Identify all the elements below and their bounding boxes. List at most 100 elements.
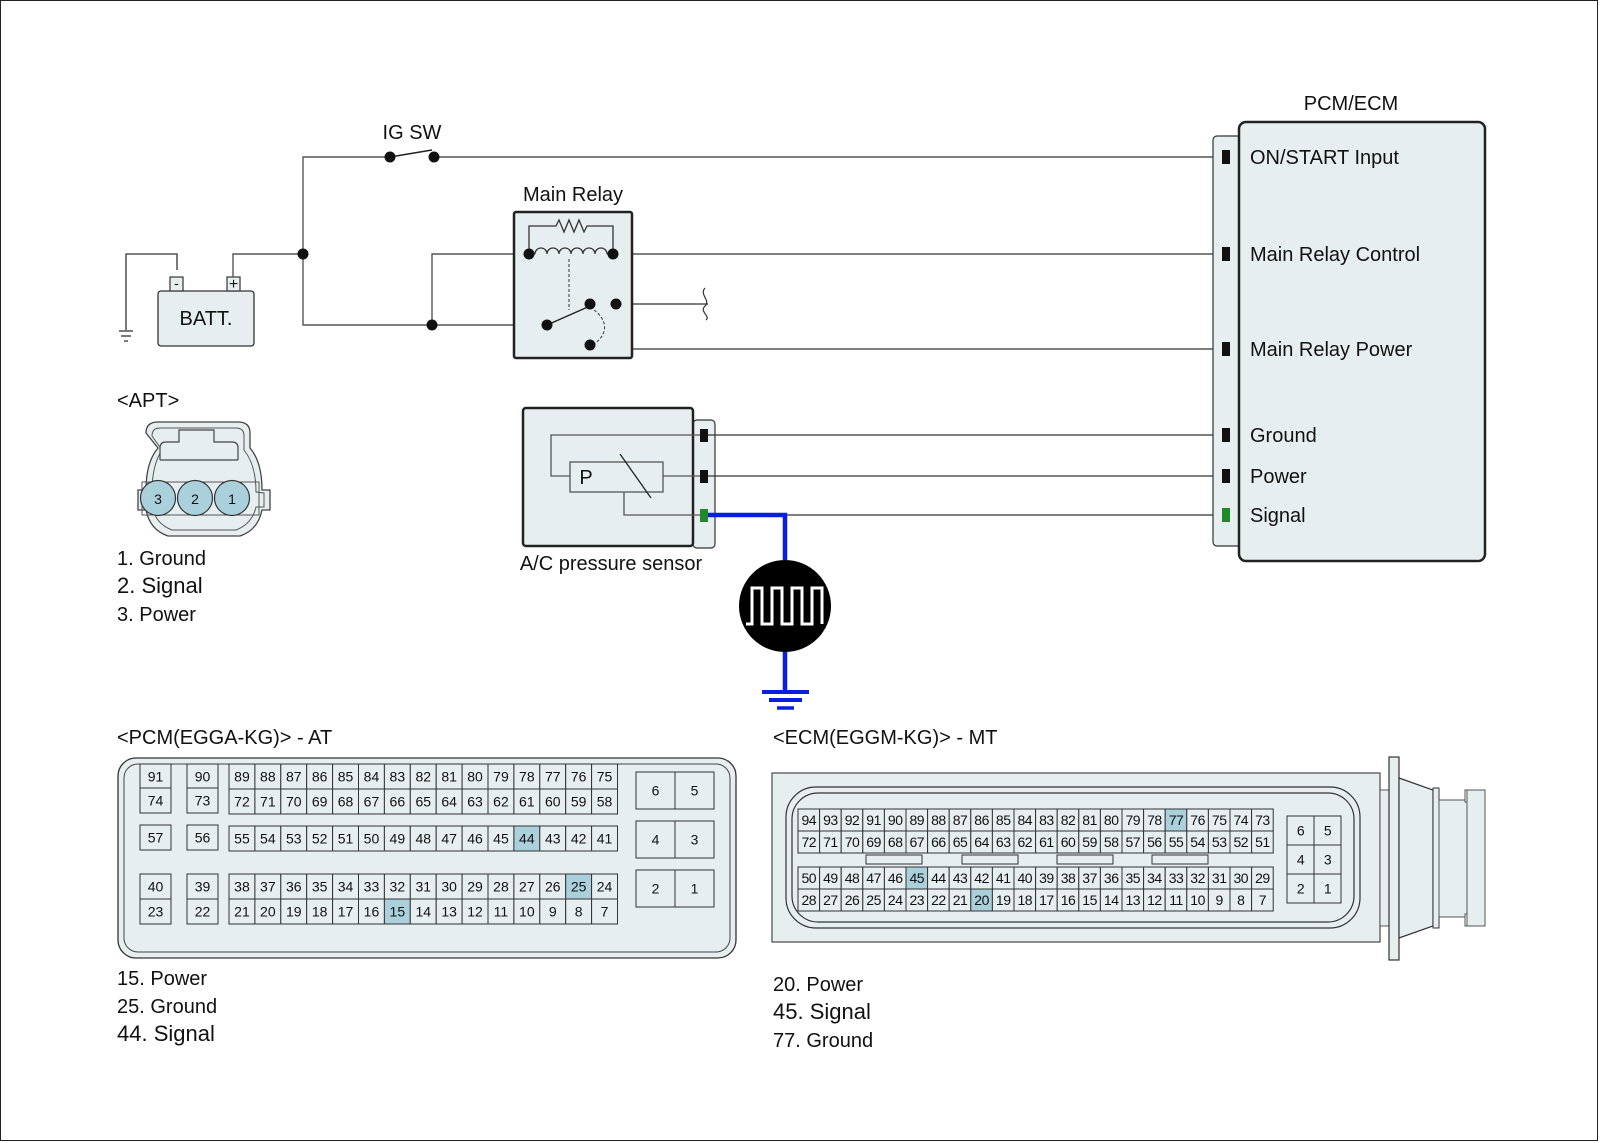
pcm-pin-cell — [487, 788, 515, 815]
relay-coil-icon — [534, 247, 608, 255]
pcm-pin-terminal — [1222, 428, 1230, 442]
pcm-pin-number: 34 — [338, 879, 354, 895]
pcm-pin-cell — [539, 825, 567, 852]
pcm-pin-number: 59 — [571, 794, 587, 810]
connector-key-slot — [865, 854, 923, 865]
pcm-pin-number: 51 — [338, 831, 354, 847]
ig-switch-contact — [428, 151, 440, 163]
ecm-pin-number: 69 — [866, 834, 881, 850]
pcm-pin-cell — [565, 763, 593, 790]
pcm-pin-number: 49 — [390, 831, 406, 847]
ecm-pin-number: 66 — [931, 834, 946, 850]
pcm-pin-number: 91 — [148, 769, 164, 785]
pcm-pin-number: 17 — [338, 904, 354, 920]
pcm-pin-number: 54 — [260, 831, 276, 847]
ecm-pin-number: 30 — [1234, 870, 1249, 886]
ecm-pin-number: 41 — [996, 870, 1011, 886]
ig-switch-label: IG SW — [383, 122, 442, 144]
pcm-pin-number: 74 — [148, 793, 164, 809]
pcm-pin-cell — [435, 898, 463, 925]
ecm-pin-number: 13 — [1126, 892, 1141, 908]
pcm-pin-number: 25 — [571, 879, 587, 895]
pcm-pin-number: 12 — [467, 904, 483, 920]
pcm-pin-number: 42 — [571, 831, 587, 847]
ecm-pin-number: 28 — [802, 892, 817, 908]
ecm-pin-number: 12 — [1147, 892, 1162, 908]
pcm-pin-number: 40 — [148, 879, 164, 895]
connector-key-slot — [1056, 854, 1114, 865]
relay-switch-arm — [546, 305, 591, 326]
ecm-pin-number: 67 — [910, 834, 925, 850]
pcm-pin-number: 32 — [390, 879, 406, 895]
ecm-pin-number: 61 — [1039, 834, 1054, 850]
pcm-pin-number: 88 — [260, 769, 276, 785]
pcm-pin-number: 47 — [441, 831, 457, 847]
pcm-legend-item: 44. Signal — [117, 1021, 215, 1046]
pcm-pin-number: 28 — [493, 879, 509, 895]
pcm-pin-number: 73 — [195, 793, 211, 809]
apt-legend-item: 3. Power — [117, 604, 196, 626]
sensor-pin-signal — [700, 509, 708, 522]
pcm-pin-number: 63 — [467, 794, 483, 810]
apt-legend-item: 1. Ground — [117, 548, 206, 570]
pcm-pin-number: 38 — [234, 879, 250, 895]
ecm-pin-number: 49 — [823, 870, 838, 886]
pcm-pin-cell — [513, 898, 541, 925]
connector-key-slot — [961, 854, 1019, 865]
ecm-pin-number: 73 — [1255, 812, 1270, 828]
pcm-pin-cell — [306, 898, 334, 925]
pcm-pin-number: 65 — [415, 794, 431, 810]
pcm-pin-cell — [186, 763, 219, 790]
battery-negative-label: - — [174, 275, 179, 291]
pcm-pin-cell — [513, 763, 541, 790]
ecm-pin-number: 93 — [823, 812, 838, 828]
ecm-pin-number: 87 — [953, 812, 968, 828]
pcm-pin-number: 23 — [148, 904, 164, 920]
pcm-pin-terminal — [1222, 508, 1230, 522]
pcm-pin-number: 60 — [545, 794, 561, 810]
ecm-pin-number: 16 — [1061, 892, 1076, 908]
ecm-pin-cell — [1286, 815, 1315, 846]
ecm-pin-number: 81 — [1082, 812, 1097, 828]
pcm-pin-cell — [635, 820, 676, 859]
ecm-pin-cell — [1286, 844, 1315, 875]
pcm-pin-number: 7 — [601, 904, 609, 920]
ecm-pin-number: 38 — [1061, 870, 1076, 886]
ecm-pin-number: 71 — [823, 834, 838, 850]
waveform-icon — [739, 560, 831, 652]
pcm-pin-cell — [383, 825, 411, 852]
pcm-pin-number: 31 — [415, 879, 431, 895]
apt-legend-item: 2. Signal — [117, 573, 203, 598]
pcm-pin-label: Signal — [1250, 505, 1306, 527]
pcm-pin-number: 5 — [691, 783, 699, 799]
ig-switch-contact — [384, 151, 396, 163]
ecm-pin-number: 35 — [1126, 870, 1141, 886]
pcm-pin-number: 69 — [312, 794, 328, 810]
pcm-pin-label: Main Relay Control — [1250, 244, 1420, 266]
pcm-pin-number: 53 — [286, 831, 302, 847]
apt-pin-number: 3 — [154, 491, 162, 507]
pcm-pin-number: 83 — [390, 769, 406, 785]
ecm-pin-number: 19 — [996, 892, 1011, 908]
ecm-pin-number: 21 — [953, 892, 968, 908]
pcm-pin-cell — [591, 763, 618, 790]
apt-title: <APT> — [117, 390, 179, 412]
pcm-pin-cell — [280, 873, 308, 900]
pcm-pin-cell — [435, 825, 463, 852]
pcm-pin-cell — [674, 820, 715, 859]
sensor-label: A/C pressure sensor — [520, 553, 703, 575]
ecm-pin-number: 34 — [1147, 870, 1162, 886]
ecm-pin-number: 9 — [1216, 892, 1224, 908]
pcm-pin-cell — [461, 788, 489, 815]
pcm-pin-cell — [461, 873, 489, 900]
pcm-pin-cell — [139, 763, 172, 790]
pcm-pin-number: 79 — [493, 769, 509, 785]
pcm-pin-cell — [139, 873, 172, 900]
ecm-pin-number: 91 — [866, 812, 881, 828]
ecm-pin-number: 76 — [1190, 812, 1205, 828]
ecm-pin-number: 63 — [996, 834, 1011, 850]
battery-label: BATT. — [180, 308, 233, 330]
pcm-pin-number: 18 — [312, 904, 328, 920]
ecm-pin-number: 57 — [1126, 834, 1141, 850]
